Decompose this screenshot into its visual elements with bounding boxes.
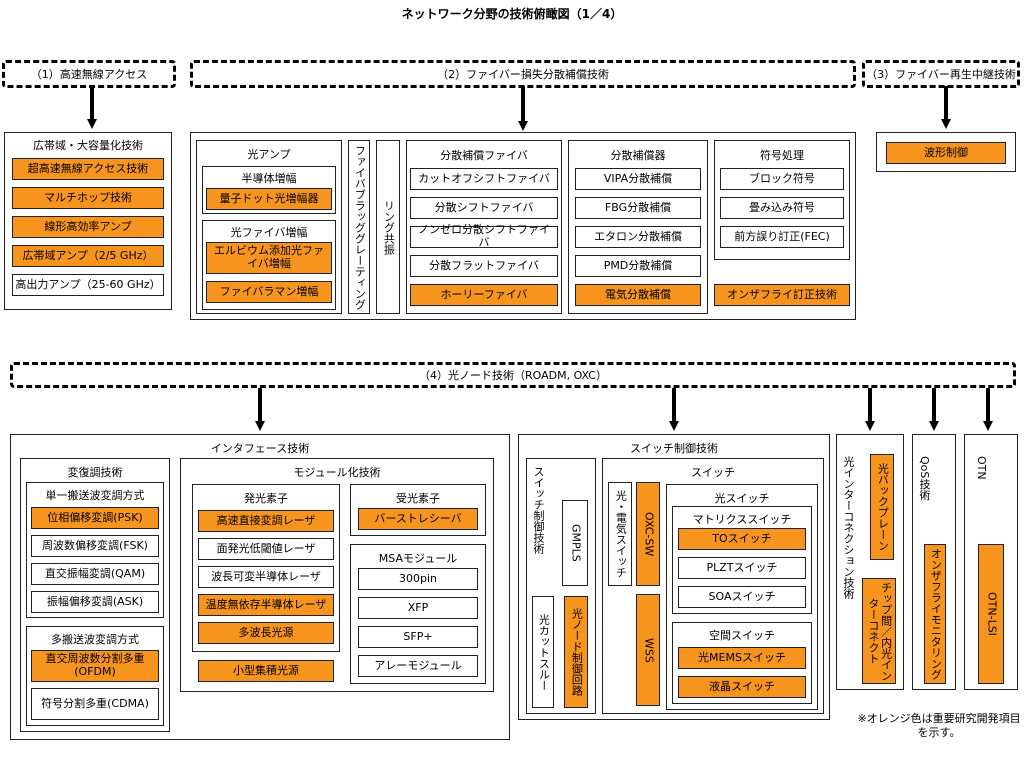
emitter-item: 多波長光源 [198, 622, 334, 644]
disp-fiber-item: 分散シフトファイバ [410, 197, 558, 219]
gmpls-box: GMPLS [562, 500, 588, 586]
erbium-amp: エルビウム添加光ファイバ増幅 [206, 242, 332, 274]
compensator-item: PMD分散補償 [575, 255, 701, 277]
space-switch-title: 空間スイッチ [709, 629, 775, 642]
msa-item: XFP [358, 597, 478, 619]
g1-item: 線形高効率アンプ [12, 216, 164, 238]
matrix-item: PLZTスイッチ [678, 557, 806, 579]
header-optical-node-label: （4）光ノード技術（ROADM, OXC） [419, 369, 607, 382]
receiver-title: 受光素子 [396, 492, 440, 505]
fiber-amp-title: 光ファイバ増幅 [230, 226, 308, 239]
interface-title: インタフェース技術 [210, 442, 310, 455]
msa-item: アレーモジュール [358, 655, 478, 677]
compensator-title: 分散補償器 [610, 149, 666, 162]
emitter-item: 温度無依存半導体レーザ [198, 594, 334, 616]
oxc-sw-box: OXC-SW [636, 482, 660, 586]
multi-item: 直交周波数分割多重(OFDM) [31, 650, 159, 682]
matrix-item: TOスイッチ [678, 528, 806, 550]
header-wireless-access: （1）高速無線アクセス [2, 60, 176, 88]
g1-item: マルチホップ技術 [12, 187, 164, 209]
semi-amp-title: 半導体増幅 [241, 172, 297, 185]
switch-control-vertical-label: スイッチ制御技術 [532, 466, 545, 554]
module-title: モジュール化技術 [293, 466, 381, 479]
integrated-source: 小型集積光源 [198, 660, 334, 682]
group-broadband-title: 広帯域・大容量化技術 [33, 139, 143, 152]
switch-control-title: スイッチ制御技術 [630, 442, 718, 455]
emitter-item: 高速直接変調レーザ [198, 510, 334, 532]
single-carrier-title: 単一搬送波変調方式 [45, 489, 145, 502]
g1-item: 広帯域アンプ（2/5 GHz） [12, 245, 164, 267]
node-control-circuit: 光ノード制御回路 [564, 596, 588, 708]
multi-carrier-title: 多搬送波変調方式 [51, 633, 139, 646]
header-fiber-regeneration-label: （3）ファイバー再生中継技術 [866, 68, 1016, 81]
single-item: 位相偏移変調(PSK) [31, 507, 159, 529]
legend-note: ※オレンジ色は重要研究開発項目を示す。 [857, 712, 1021, 740]
g1-item: 高出力アンプ（25-60 GHz） [12, 274, 164, 296]
single-item: 周波数偏移変調(FSK) [31, 535, 159, 557]
ring-resonance-box: リング共振 [376, 140, 400, 314]
code-item: 畳み込み符号 [720, 197, 844, 219]
multi-item: 符号分割多重(CDMA) [31, 688, 159, 720]
space-item: 液晶スイッチ [678, 676, 806, 698]
space-item: 光MEMSスイッチ [678, 647, 806, 669]
onthefly-correction: オンザフライ訂正技術 [714, 284, 850, 306]
single-item: 直交振幅変調(QAM) [31, 563, 159, 585]
emitter-item: 面発光低閾値レーザ [198, 538, 334, 560]
waveform-control: 波形制御 [886, 142, 1006, 164]
raman-amp: ファイバラマン増幅 [206, 281, 332, 303]
header-wireless-access-label: （1）高速無線アクセス [30, 68, 148, 81]
optical-switch-title: 光スイッチ [714, 492, 770, 505]
matrix-switch-title: マトリクススイッチ [692, 513, 792, 526]
msa-item: 300pin [358, 568, 478, 590]
switch-title: スイッチ [691, 466, 735, 479]
burst-receiver: バーストレシーバ [358, 508, 478, 530]
wss-box: WSS [636, 594, 660, 706]
disp-fiber-item: 分散フラットファイバ [410, 255, 558, 277]
header-fiber-dispersion: （2）ファイバー損失分散補償技術 [190, 60, 856, 88]
oe-switch-box: 光・電気スイッチ [608, 482, 632, 586]
interconnection-title: 光インターコネクション技術 [842, 456, 855, 599]
quantum-dot-amp: 量子ドット光増幅器 [206, 188, 332, 210]
single-item: 振幅偏移変調(ASK) [31, 591, 159, 613]
code-item: 前方誤り訂正(FEC) [720, 226, 844, 248]
cut-through-box: 光カットスルー [532, 596, 554, 708]
emitter-item: 波長可変半導体レーザ [198, 566, 334, 588]
otn-title: OTN [975, 456, 988, 480]
page-title: ネットワーク分野の技術俯瞰図（1／4） [401, 7, 623, 21]
emitter-title: 発光素子 [244, 492, 288, 505]
backplane-box: 光バックプレーン [870, 454, 894, 560]
disp-fiber-item: ホーリーファイバ [410, 284, 558, 306]
disp-fiber-item: カットオフシフトファイバ [410, 168, 558, 190]
disp-fiber-title: 分散補償ファイバ [440, 149, 528, 162]
header-fiber-regeneration: （3）ファイバー再生中継技術 [862, 60, 1020, 88]
qos-title: QoS技術 [918, 456, 931, 501]
onthefly-monitoring-box: オンザフライモニタリング [924, 544, 946, 684]
code-processing-title: 符号処理 [760, 149, 804, 162]
disp-fiber-item: ノンゼロ分散シフトファイバ [410, 224, 558, 249]
header-optical-node: （4）光ノード技術（ROADM, OXC） [10, 362, 1016, 388]
code-item: ブロック符号 [720, 168, 844, 190]
modulation-title: 変復調技術 [67, 466, 123, 479]
compensator-item: エタロン分散補償 [575, 226, 701, 248]
fbg-box: ファイバブラッググレーティング [348, 140, 370, 314]
optical-amp-title: 光アンプ [247, 148, 291, 161]
compensator-item: VIPA分散補償 [575, 168, 701, 190]
matrix-item: SOAスイッチ [678, 586, 806, 608]
msa-item: SFP+ [358, 626, 478, 648]
g1-item: 超高速無線アクセス技術 [12, 158, 164, 180]
header-fiber-dispersion-label: （2）ファイバー損失分散補償技術 [437, 68, 609, 81]
compensator-item: FBG分散補償 [575, 197, 701, 219]
chip-interconnect-box: チップ間／内光インターコネクト [862, 578, 896, 684]
compensator-item: 電気分散補償 [575, 284, 701, 306]
msa-title: MSAモジュール [378, 552, 458, 565]
otn-lsi-box: OTN-LSI [978, 544, 1004, 684]
